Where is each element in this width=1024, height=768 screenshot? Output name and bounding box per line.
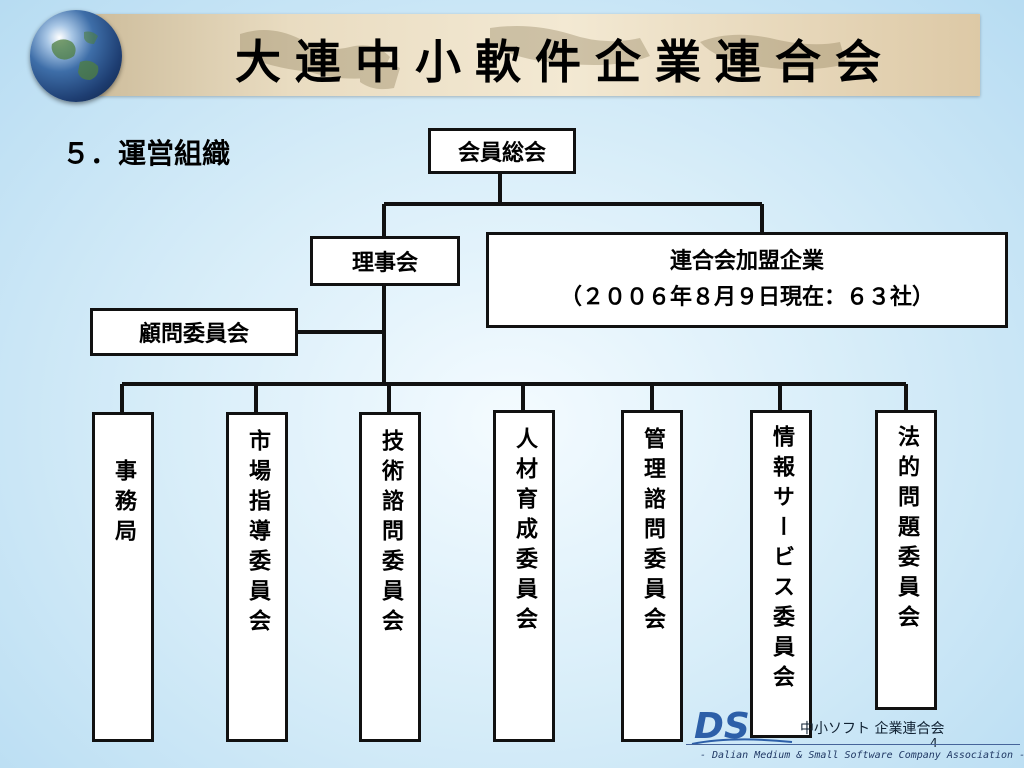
market-guidance-box: 市場指導委員会 [226, 412, 288, 742]
management-consulting-label: 管理諮問委員会 [640, 427, 665, 637]
footer-org-name-en: - Dalian Medium & Small Software Company… [700, 750, 1024, 761]
management-consulting-box: 管理諮問委員会 [621, 410, 683, 742]
advisory-committee-box: 顧問委員会 [90, 308, 298, 356]
secretariat-box: 事務局 [92, 412, 154, 742]
general-assembly-box: 会員総会 [428, 128, 576, 174]
hr-development-label: 人材育成委員会 [512, 427, 537, 637]
advisory-committee-label: 顧問委員会 [138, 322, 249, 347]
secretariat-label: 事務局 [111, 459, 136, 549]
board-box: 理事会 [310, 236, 460, 286]
general-assembly-label: 会員総会 [457, 141, 546, 166]
legal-issues-box: 法的問題委員会 [875, 410, 937, 710]
footer-divider [686, 744, 1020, 745]
board-label: 理事会 [351, 251, 418, 276]
member-companies-count: （２００６年８月９日現在：６３社） [559, 285, 934, 310]
info-service-label: 情報サービス委員会 [769, 425, 794, 695]
legal-issues-label: 法的問題委員会 [894, 425, 919, 635]
title-banner: 大連中小軟件企業連合会 [60, 14, 980, 96]
member-companies-label: 連合会加盟企業 [669, 249, 824, 274]
banner-title: 大連中小軟件企業連合会 [235, 35, 895, 89]
page-number: 4 [930, 736, 938, 750]
association-logo: DS [691, 706, 793, 746]
footer-org-name: 中小ソフト 企業連合会 [800, 721, 945, 737]
market-guidance-label: 市場指導委員会 [245, 429, 270, 639]
info-service-box: 情報サービス委員会 [750, 410, 812, 738]
world-map-decoration [240, 26, 846, 90]
tech-consulting-box: 技術諮問委員会 [359, 412, 421, 742]
section-title: ５．運営組織 [62, 137, 231, 170]
member-companies-box: 連合会加盟企業 （２００６年８月９日現在：６３社） [486, 232, 1008, 328]
hr-development-box: 人材育成委員会 [493, 410, 555, 742]
globe-icon [30, 10, 122, 102]
tech-consulting-label: 技術諮問委員会 [378, 429, 403, 639]
